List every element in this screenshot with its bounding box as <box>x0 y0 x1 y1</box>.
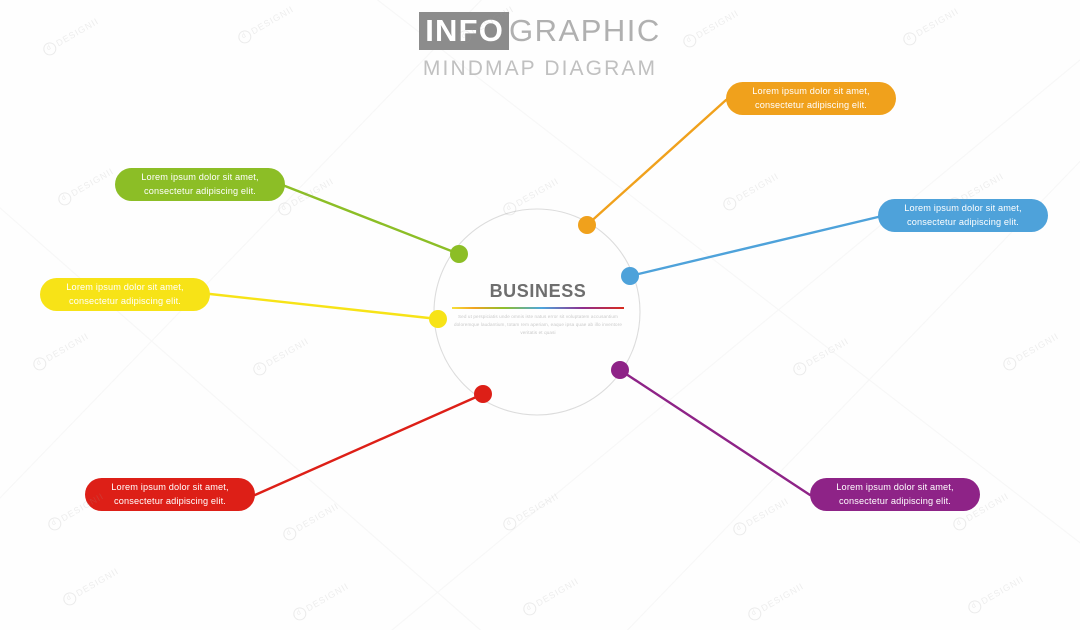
node-dot-blue[interactable] <box>621 267 639 285</box>
connector-lines <box>208 98 880 497</box>
node-label-line2: consectetur adipiscing elit. <box>907 216 1019 227</box>
node-label-line2: consectetur adipiscing elit. <box>69 295 181 306</box>
node-label-line1: Lorem ipsum dolor sit amet, <box>836 482 954 493</box>
node-label-line1: Lorem ipsum dolor sit amet, <box>904 203 1022 214</box>
node-label-green[interactable]: Lorem ipsum dolor sit amet, consectetur a… <box>115 168 285 201</box>
node-label-line2: consectetur adipiscing elit. <box>839 495 951 506</box>
connector-blue <box>628 215 880 278</box>
node-dot-green[interactable] <box>450 245 468 263</box>
connector-green <box>283 184 461 256</box>
node-label-line2: consectetur adipiscing elit. <box>114 495 226 506</box>
node-label-line1: Lorem ipsum dolor sit amet, <box>66 282 184 293</box>
node-label-orange[interactable]: Lorem ipsum dolor sit amet, consectetur a… <box>726 82 896 115</box>
node-dot-purple[interactable] <box>611 361 629 379</box>
node-label-yellow[interactable]: Lorem ipsum dolor sit amet, consectetur a… <box>40 278 210 311</box>
node-dot-red[interactable] <box>474 385 492 403</box>
center-content: BUSINESS Sed ut perspiciatis unde omnis … <box>452 281 624 337</box>
node-dots <box>429 216 639 403</box>
center-title: BUSINESS <box>489 281 587 301</box>
center-gradient-rule <box>452 306 624 309</box>
node-dot-orange[interactable] <box>578 216 596 234</box>
center-description: Sed ut perspiciatis unde omnis iste natu… <box>453 313 623 335</box>
node-label-line1: Lorem ipsum dolor sit amet, <box>141 172 259 183</box>
node-label-purple[interactable]: Lorem ipsum dolor sit amet, consectetur a… <box>810 478 980 511</box>
node-label-line2: consectetur adipiscing elit. <box>144 185 256 196</box>
connector-red <box>253 392 485 497</box>
connector-orange <box>585 98 728 227</box>
node-label-red[interactable]: Lorem ipsum dolor sit amet, consectetur a… <box>85 478 255 511</box>
node-dot-yellow[interactable] <box>429 310 447 328</box>
connector-yellow <box>208 292 440 321</box>
node-label-line1: Lorem ipsum dolor sit amet, <box>111 482 229 493</box>
page-subtitle: MINDMAP DIAGRAM <box>422 57 658 81</box>
connector-purple <box>618 368 812 497</box>
node-label-line1: Lorem ipsum dolor sit amet, <box>752 86 870 97</box>
node-label-line2: consectetur adipiscing elit. <box>755 99 867 110</box>
node-label-blue[interactable]: Lorem ipsum dolor sit amet, consectetur a… <box>878 199 1048 232</box>
title-badge-info: INFO <box>419 12 510 50</box>
title-rest-graphic: GRAPHIC <box>509 13 661 48</box>
